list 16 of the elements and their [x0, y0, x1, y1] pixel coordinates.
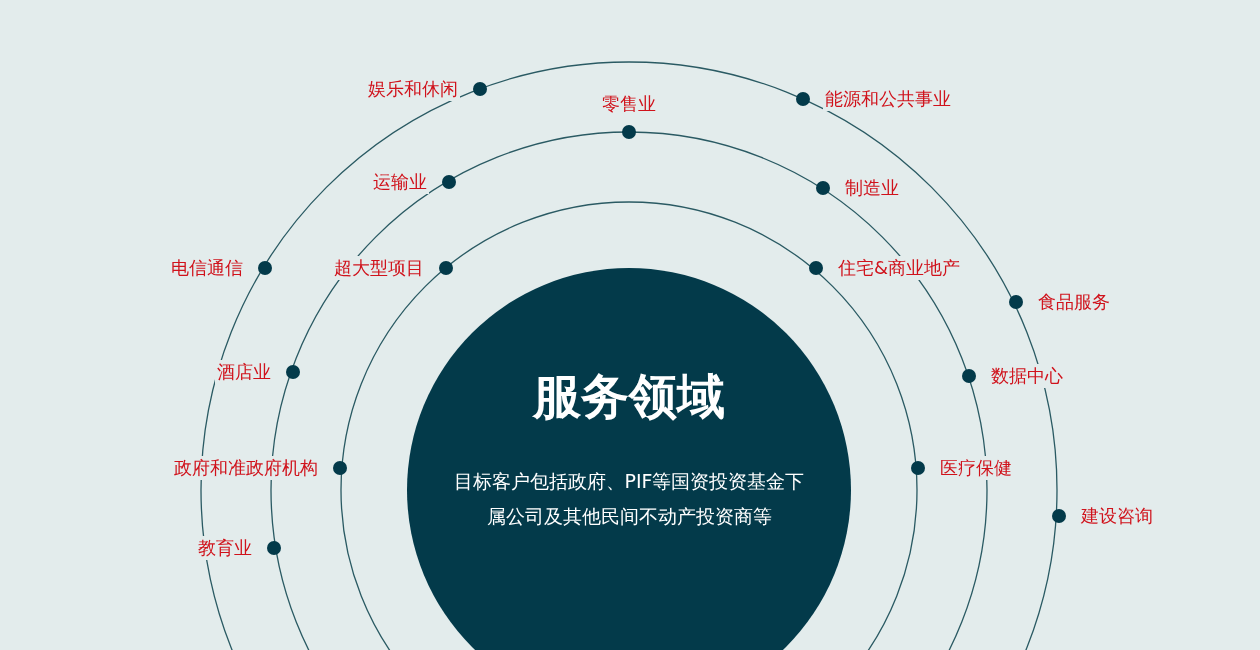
circle-title: 服务领域 — [531, 367, 726, 426]
category-label: 零售业 — [600, 92, 658, 116]
category-label: 食品服务 — [1036, 290, 1112, 314]
category-label: 教育业 — [196, 536, 254, 560]
category-label: 建设咨询 — [1079, 504, 1155, 528]
category-label: 运输业 — [371, 170, 429, 194]
category-label: 能源和公共事业 — [823, 87, 953, 111]
circle-description: 目标客户包括政府、PIF等国资投资基金下属公司及其他民间不动产投资商等 — [453, 469, 805, 529]
category-label: 住宅&商业地产 — [836, 256, 963, 280]
category-label: 酒店业 — [215, 360, 273, 384]
category-label: 医疗保健 — [938, 456, 1014, 480]
category-label: 制造业 — [843, 176, 901, 200]
category-label: 娱乐和休闲 — [366, 77, 460, 101]
category-label: 电信通信 — [169, 256, 245, 280]
category-label: 政府和准政府机构 — [172, 456, 320, 480]
category-label: 数据中心 — [989, 364, 1065, 388]
